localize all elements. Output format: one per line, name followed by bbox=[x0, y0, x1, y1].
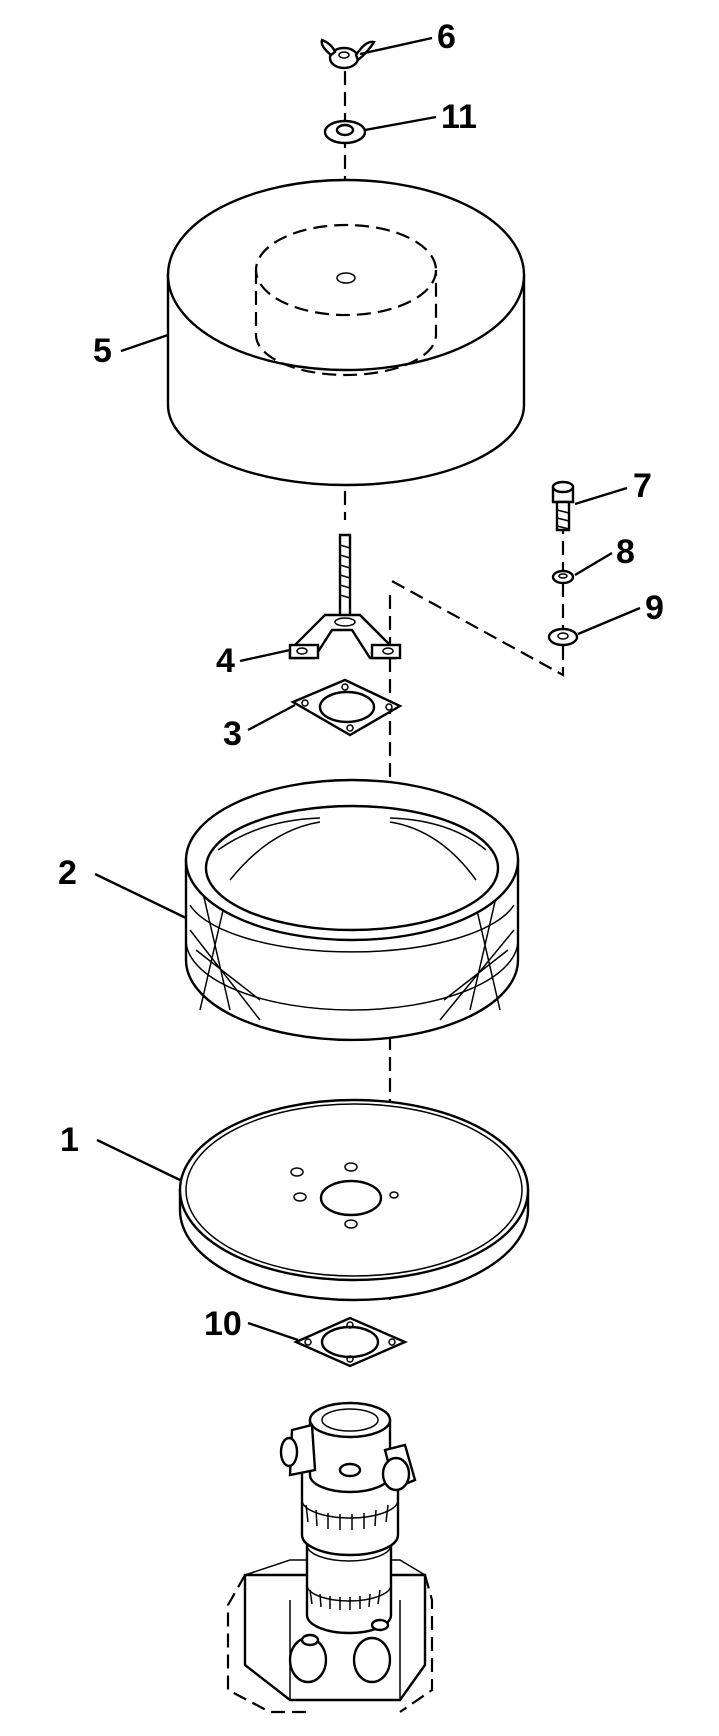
seal-washer-part bbox=[323, 119, 367, 145]
lower-gasket-part bbox=[293, 1316, 409, 1368]
bolt-axis bbox=[389, 520, 565, 677]
callout-3: 3 bbox=[223, 715, 242, 753]
callout-1: 1 bbox=[60, 1121, 79, 1159]
leader-line-8 bbox=[574, 551, 613, 577]
leader-line-2 bbox=[94, 872, 187, 920]
filter-element-part bbox=[184, 778, 520, 1042]
leader-line-6 bbox=[359, 36, 433, 56]
leader-line-11 bbox=[364, 115, 437, 132]
leader-line-1 bbox=[96, 1138, 181, 1182]
stud-bracket-part bbox=[288, 533, 402, 660]
bolt-part bbox=[551, 480, 575, 532]
lock-washer-part bbox=[551, 569, 575, 585]
throttle-body-assembly bbox=[226, 1401, 434, 1714]
base-plate-part bbox=[178, 1098, 530, 1302]
leader-line-7 bbox=[574, 486, 628, 506]
callout-8: 8 bbox=[616, 533, 635, 571]
callout-4: 4 bbox=[216, 642, 235, 680]
wing-nut-part bbox=[320, 38, 376, 70]
callout-2: 2 bbox=[58, 854, 77, 892]
leader-line-4 bbox=[239, 648, 291, 663]
leader-line-9 bbox=[577, 606, 641, 636]
leader-line-10 bbox=[247, 1321, 299, 1342]
callout-9: 9 bbox=[645, 589, 664, 627]
air-cleaner-cover-part bbox=[166, 178, 526, 487]
leader-line-3 bbox=[247, 703, 296, 732]
callout-7: 7 bbox=[633, 467, 652, 505]
callout-6: 6 bbox=[437, 18, 456, 56]
upper-gasket-part bbox=[290, 678, 403, 737]
leader-line-5 bbox=[120, 333, 169, 353]
callout-11: 11 bbox=[441, 98, 477, 136]
callout-5: 5 bbox=[93, 332, 112, 370]
callout-10: 10 bbox=[204, 1305, 242, 1343]
flat-washer-part bbox=[547, 627, 579, 647]
